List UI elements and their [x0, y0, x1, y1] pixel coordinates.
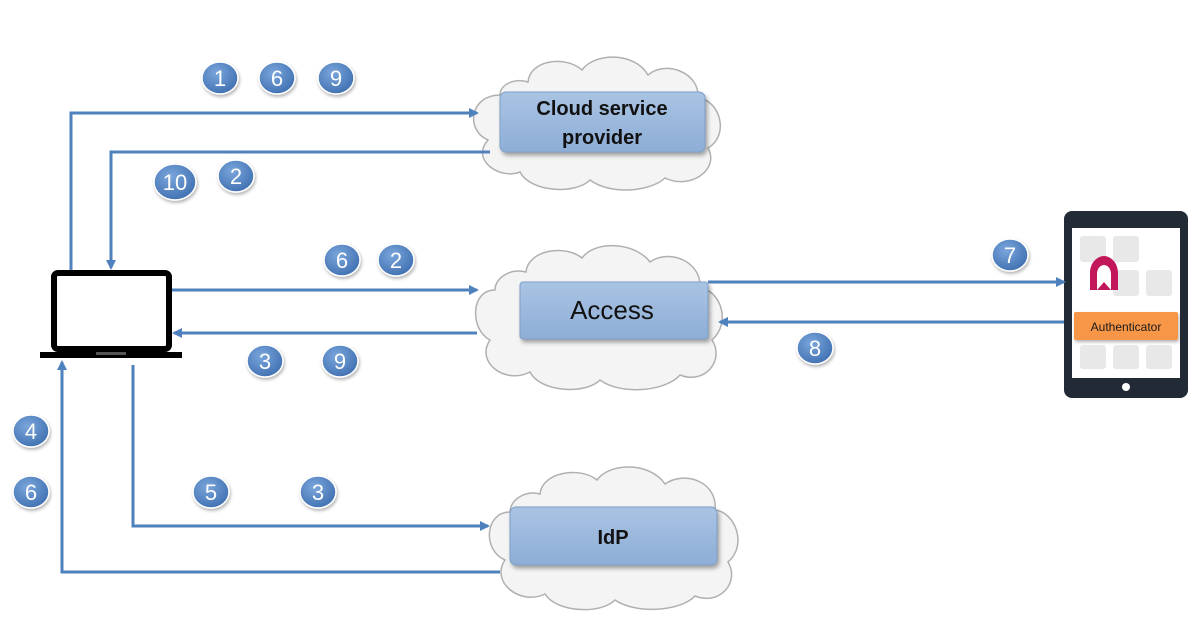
arrow-idp-to-laptop: [57, 360, 500, 574]
step-badge-label: 2: [390, 248, 402, 273]
step-badge-label: 6: [336, 248, 348, 273]
idp-label: IdP: [597, 527, 628, 549]
step-badge-label: 9: [334, 349, 346, 374]
csp-label-line1: Cloud service: [536, 98, 667, 120]
authenticator-label: Authenticator: [1091, 320, 1162, 334]
step-badge: 10: [153, 163, 197, 201]
step-badge: 1: [201, 61, 239, 95]
step-badge-label: 6: [271, 66, 283, 91]
step-badge: 6: [12, 475, 50, 509]
step-badge-label: 9: [330, 66, 342, 91]
step-badge-label: 6: [25, 480, 37, 505]
step-badge-label: 10: [163, 170, 187, 195]
mobile-device-icon: Authenticator: [1064, 211, 1188, 398]
step-badge: 6: [323, 243, 361, 277]
arrow-laptop-to-csp: [69, 108, 479, 270]
step-badge-label: 4: [25, 419, 37, 444]
step-badge: 6: [258, 61, 296, 95]
authenticator-logo-icon: [1090, 256, 1118, 290]
arrow-csp-to-laptop: [106, 150, 490, 270]
access-label: Access: [570, 295, 654, 325]
laptop-icon: [40, 270, 182, 358]
step-badges: 1 6 9 10 2 6 2 3 9 4 6 5 3 7 8: [12, 61, 1029, 509]
authenticator-badge: Authenticator: [1074, 312, 1178, 340]
step-badge: 8: [796, 331, 834, 365]
step-badge: 9: [317, 61, 355, 95]
step-badge: 4: [12, 414, 50, 448]
step-badge-label: 8: [809, 336, 821, 361]
csp-label-line2: provider: [562, 127, 642, 149]
step-badge: 5: [192, 475, 230, 509]
step-badge-label: 7: [1004, 243, 1016, 268]
access-node: Access: [519, 281, 709, 340]
step-badge-label: 3: [312, 480, 324, 505]
step-badge-label: 5: [205, 480, 217, 505]
step-badge: 7: [991, 238, 1029, 272]
step-badge-label: 2: [230, 164, 242, 189]
step-badge: 2: [217, 159, 255, 193]
step-badge-label: 1: [214, 66, 226, 91]
step-badge: 2: [377, 243, 415, 277]
step-badge: 3: [246, 344, 284, 378]
step-badge-label: 3: [259, 349, 271, 374]
cloud-service-provider-node: Cloud service provider: [499, 91, 706, 153]
arrow-laptop-to-idp: [131, 365, 490, 531]
step-badge: 3: [299, 475, 337, 509]
step-badge: 9: [321, 344, 359, 378]
idp-node: IdP: [509, 506, 718, 566]
